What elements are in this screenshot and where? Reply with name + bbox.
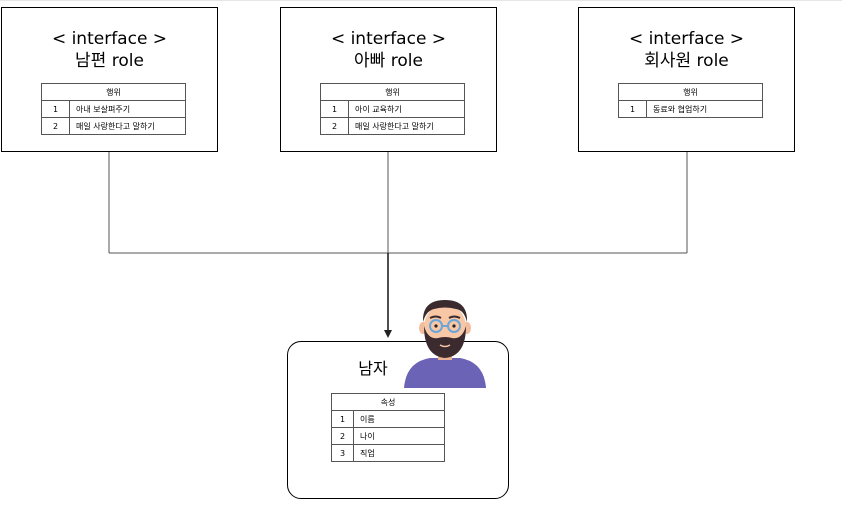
interface-name: 남편 role <box>75 51 144 71</box>
row-text: 아이 교육하기 <box>348 100 465 118</box>
bearded-man-avatar-icon <box>404 300 486 388</box>
row-text: 직업 <box>353 444 445 462</box>
table-header: 속성 <box>331 393 445 411</box>
row-number: 1 <box>41 100 70 118</box>
row-number: 1 <box>331 410 354 428</box>
table-row: 2 매일 사랑한다고 말하기 <box>320 117 465 135</box>
interface-name: 회사원 role <box>644 51 729 71</box>
row-number: 2 <box>41 117 70 135</box>
table-header: 행위 <box>320 83 465 101</box>
row-number: 2 <box>331 427 354 445</box>
behavior-table: 행위 1 동료와 협업하기 <box>618 83 763 118</box>
row-text: 매일 사랑한다고 말하기 <box>348 117 465 135</box>
interface-keyword: < interface > <box>330 29 447 49</box>
interface-box-employee: < interface > 회사원 role 행위 1 동료와 협업하기 <box>578 7 795 152</box>
row-text: 아내 보살펴주기 <box>69 100 186 118</box>
interface-keyword: < interface > <box>51 29 168 49</box>
table-row: 2 매일 사랑한다고 말하기 <box>41 117 186 135</box>
behavior-table: 행위 1 아내 보살펴주기 2 매일 사랑한다고 말하기 <box>41 83 186 135</box>
row-number: 1 <box>618 100 647 118</box>
row-text: 매일 사랑한다고 말하기 <box>69 117 186 135</box>
table-row: 1 동료와 협업하기 <box>618 100 763 118</box>
interface-box-dad: < interface > 아빠 role 행위 1 아이 교육하기 2 매일 … <box>280 7 497 152</box>
behavior-table: 행위 1 아이 교육하기 2 매일 사랑한다고 말하기 <box>320 83 465 135</box>
attribute-table: 속성 1 이름 2 나이 3 직업 <box>331 393 445 462</box>
interface-box-husband: < interface > 남편 role 행위 1 아내 보살펴주기 2 매일… <box>1 7 218 152</box>
table-header: 행위 <box>618 83 763 101</box>
top-divider <box>0 0 842 1</box>
table-row: 1 아이 교육하기 <box>320 100 465 118</box>
row-number: 1 <box>320 100 349 118</box>
interface-title: < interface > 아빠 role <box>281 28 496 72</box>
row-number: 3 <box>331 444 354 462</box>
row-text: 이름 <box>353 410 445 428</box>
interface-keyword: < interface > <box>628 29 745 49</box>
row-text: 동료와 협업하기 <box>646 100 763 118</box>
table-row: 1 이름 <box>331 410 445 428</box>
man-title: 남자 <box>358 359 388 378</box>
row-number: 2 <box>320 117 349 135</box>
row-text: 나이 <box>353 427 445 445</box>
interface-name: 아빠 role <box>354 51 423 71</box>
table-header: 행위 <box>41 83 186 101</box>
table-row: 3 직업 <box>331 444 445 462</box>
table-row: 1 아내 보살펴주기 <box>41 100 186 118</box>
interface-title: < interface > 회사원 role <box>579 28 794 72</box>
table-row: 2 나이 <box>331 427 445 445</box>
man-class-box: 남자 속성 1 이름 2 나이 3 직업 <box>287 341 509 499</box>
interface-title: < interface > 남편 role <box>2 28 217 72</box>
